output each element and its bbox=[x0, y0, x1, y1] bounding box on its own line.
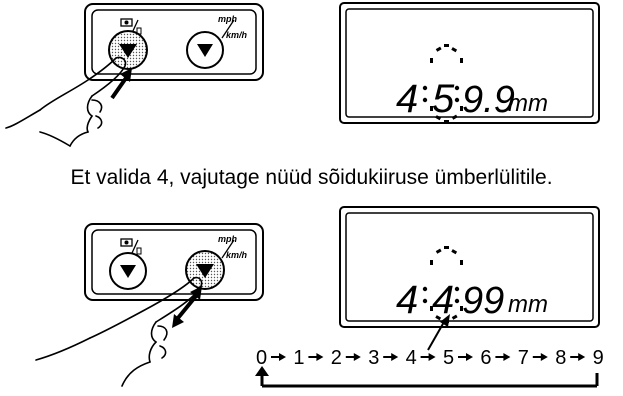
sequence-arrowhead bbox=[316, 353, 324, 361]
selection-pointer bbox=[427, 314, 450, 351]
sequence-arrowhead bbox=[353, 353, 361, 361]
svg-text:mph: mph bbox=[218, 14, 238, 24]
sequence-digit: 7 bbox=[518, 347, 529, 369]
speed-unit-label: mph km/h bbox=[218, 234, 248, 260]
sequence-arrowhead bbox=[428, 353, 436, 361]
control-panel-top: mph km/h bbox=[84, 3, 264, 81]
mode-icon bbox=[120, 238, 142, 255]
lcd-digit-2-blinking: 4 bbox=[432, 278, 454, 322]
sequence-arrowhead bbox=[279, 353, 286, 361]
speed-switch-button-pressed[interactable] bbox=[185, 250, 225, 290]
lcd-display-bottom: 4 4 99 mm bbox=[339, 206, 600, 328]
lcd-digit-1: 4 bbox=[396, 278, 418, 322]
speed-switch-button[interactable] bbox=[186, 31, 224, 69]
sequence-arrowhead bbox=[578, 353, 586, 361]
sequence-arrowhead bbox=[391, 353, 399, 361]
press-arrow-bottom bbox=[172, 286, 202, 328]
lcd-display-top: 4 5 9.9 mm bbox=[339, 2, 600, 124]
hand-illustration bbox=[5, 56, 127, 147]
lcd-digits-3: 99 bbox=[462, 280, 504, 322]
sequence-digit: 9 bbox=[593, 347, 604, 369]
instruction-caption: Et valida 4, vajutage nüüd sõidukiiruse … bbox=[70, 166, 553, 189]
sequence-digit: 8 bbox=[555, 347, 566, 369]
blink-indicator bbox=[430, 44, 463, 123]
loop-back-arrow bbox=[255, 366, 599, 388]
sequence-arrowhead bbox=[466, 353, 473, 361]
sequence-digit: 5 bbox=[443, 347, 454, 369]
sequence-digit: 1 bbox=[293, 347, 304, 369]
sequence-digit: 6 bbox=[480, 347, 491, 369]
mode-button[interactable] bbox=[109, 252, 147, 290]
lcd-digit-1: 4 bbox=[396, 77, 418, 121]
svg-text:mph: mph bbox=[218, 234, 238, 244]
mode-button[interactable] bbox=[108, 30, 148, 70]
press-arrow-top bbox=[110, 68, 132, 100]
svg-text:km/h: km/h bbox=[226, 250, 248, 260]
sequence-digit: 4 bbox=[406, 347, 417, 369]
svg-text:km/h: km/h bbox=[226, 30, 248, 40]
lcd-unit: mm bbox=[508, 291, 548, 318]
mode-icon bbox=[120, 18, 142, 35]
sequence-arrowhead bbox=[503, 353, 511, 361]
speed-unit-label: mph km/h bbox=[218, 14, 248, 40]
sequence-digit: 2 bbox=[331, 347, 342, 369]
digit-sequence: 0 1 2 3 4 5 6 7 8 9 bbox=[256, 347, 604, 369]
lcd-digits-3: 9.9 bbox=[462, 79, 515, 121]
sequence-digit: 0 bbox=[256, 347, 267, 369]
control-panel-bottom: mph km/h bbox=[84, 223, 264, 301]
lcd-digit-2-blinking: 5 bbox=[432, 77, 455, 121]
sequence-digit: 3 bbox=[368, 347, 379, 369]
sequence-arrowhead bbox=[540, 353, 548, 361]
lcd-unit: mm bbox=[508, 90, 548, 117]
